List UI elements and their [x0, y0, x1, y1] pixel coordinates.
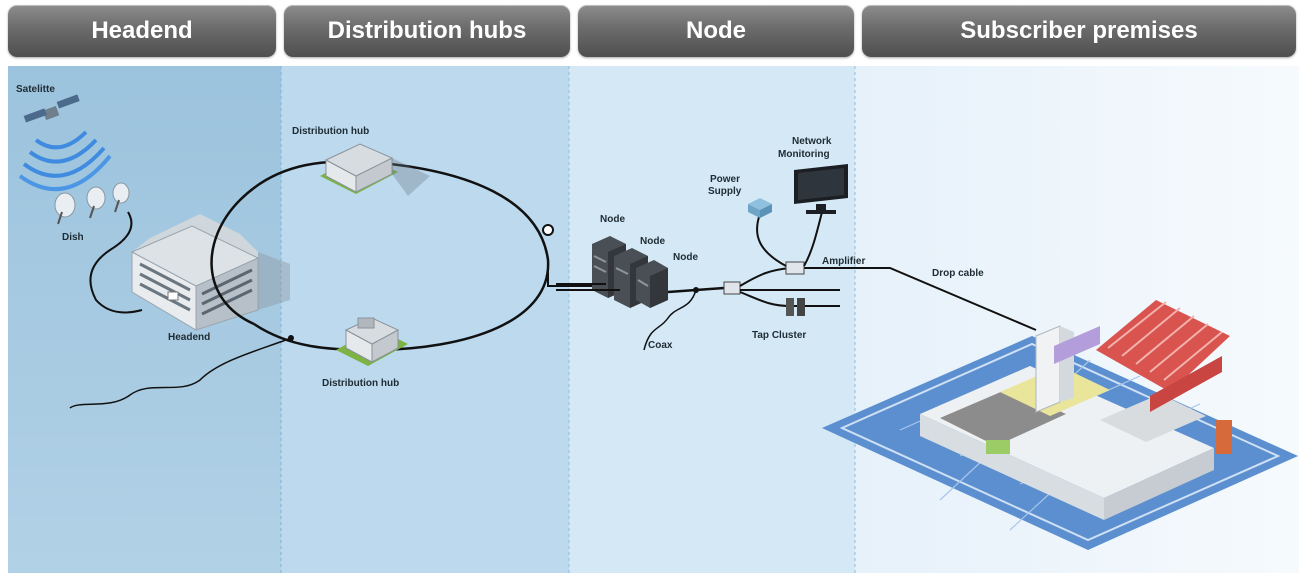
coax-branches	[739, 267, 840, 307]
header-node: Node	[578, 5, 854, 57]
band-subscriber-premises	[855, 66, 1299, 573]
amplifier-label: Amplifier	[822, 256, 865, 267]
node-1-label: Node	[600, 214, 625, 225]
power-cable	[756, 213, 787, 267]
hub-top-label: Distribution hub	[292, 126, 369, 137]
drop-cable-line	[840, 267, 1037, 331]
node-2-label: Node	[640, 236, 665, 247]
ring-splice	[542, 224, 554, 236]
hub-bottom-label: Distribution hub	[322, 378, 399, 389]
distribution-hub-top-icon	[320, 143, 430, 196]
dish-label: Dish	[62, 232, 84, 243]
header-headend: Headend	[8, 5, 276, 57]
fiber-bundle	[556, 283, 620, 291]
band-headend	[8, 66, 281, 573]
ring-junction	[288, 335, 294, 341]
header-headend-label: Headend	[91, 17, 193, 44]
headend-label: Headend	[168, 332, 210, 343]
coax-label: Coax	[648, 340, 673, 351]
header-node-label: Node	[686, 17, 746, 44]
splitter-icon	[723, 281, 741, 295]
power-supply-label-2: Supply	[708, 186, 742, 197]
header-distribution-hubs-label: Distribution hubs	[327, 17, 527, 44]
monitor-cable	[803, 211, 823, 267]
fiber-ring-left	[210, 160, 371, 326]
distribution-hub-bottom-icon	[336, 317, 408, 366]
network-monitoring-label-1: Network	[792, 136, 832, 147]
power-supply-label-1: Power	[710, 174, 740, 185]
dish-cable	[89, 211, 143, 314]
satellite-label: Satelitte	[16, 84, 55, 95]
header-distribution-hubs: Distribution hubs	[284, 5, 570, 57]
fiber-lead	[69, 337, 292, 409]
tap-cluster-label: Tap Cluster	[752, 330, 806, 341]
satellite-icon	[18, 94, 112, 192]
coax-lead	[643, 289, 697, 351]
band-distribution-hubs	[281, 66, 569, 573]
header-subscriber-premises-label: Subscriber premises	[960, 17, 1198, 44]
header-subscriber-premises: Subscriber premises	[862, 5, 1296, 57]
power-supply-icon	[748, 198, 772, 218]
amplifier-icon	[785, 261, 805, 275]
node-cabinets-icon	[592, 236, 668, 308]
dish-icon	[54, 182, 130, 225]
coax-splice	[693, 287, 699, 293]
network-monitoring-label-2: Monitoring	[778, 149, 830, 160]
tap-cluster-icon	[786, 298, 805, 316]
band-node	[569, 66, 855, 573]
fiber-ring-right	[253, 160, 550, 352]
fiber-to-node	[547, 262, 592, 287]
subscriber-house-icon	[822, 300, 1298, 550]
node-3-label: Node	[673, 252, 698, 263]
network-monitor-icon	[794, 164, 848, 214]
drop-cable-label: Drop cable	[932, 268, 984, 279]
headend-building-icon	[130, 214, 290, 331]
coax-trunk	[667, 286, 725, 294]
